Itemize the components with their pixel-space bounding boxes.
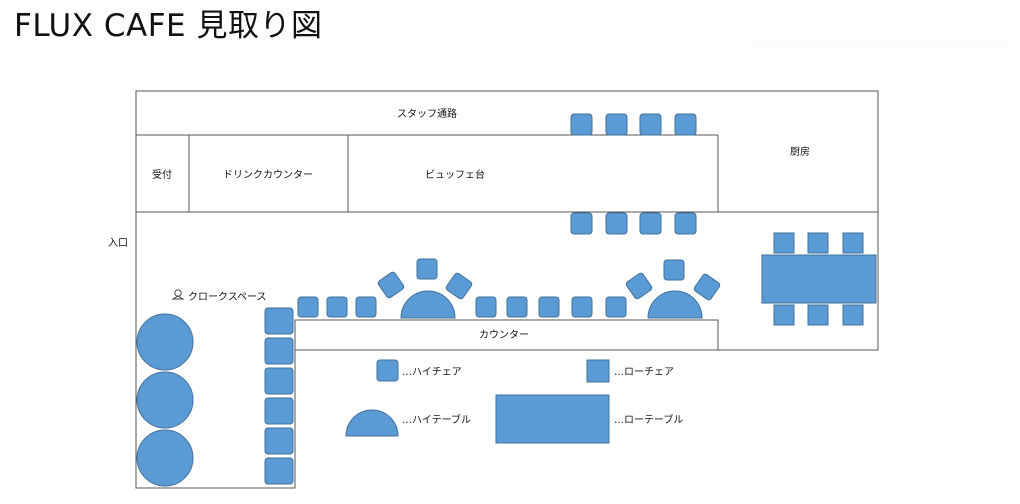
- low-chair: [842, 232, 864, 254]
- kitchen-label: 厨房: [790, 145, 810, 158]
- low-chair: [807, 232, 829, 254]
- top-chairs: [570, 113, 697, 235]
- high-chair: [264, 337, 294, 365]
- high-table-group: [625, 259, 721, 319]
- legend-high-chair-label: …ハイチェア: [402, 366, 462, 378]
- high-chair: [693, 273, 721, 301]
- high-chair: [605, 212, 628, 235]
- high-chair: [264, 367, 294, 395]
- decorative-band: [752, 40, 1008, 48]
- legend: …ハイチェア …ローチェア …ハイテーブル …ローテーブル: [345, 359, 683, 444]
- drink-counter-label: ドリンクカウンター: [223, 169, 313, 181]
- round-table: [136, 429, 194, 487]
- low-table-group: [761, 232, 877, 326]
- legend-low-table-icon: [495, 394, 610, 444]
- high-chair: [571, 296, 593, 318]
- high-chair: [625, 272, 653, 300]
- left-chairs: [264, 307, 294, 485]
- buffet-label: ビュッフェ台: [425, 168, 485, 181]
- counter-block: [294, 319, 719, 351]
- high-chair: [506, 296, 528, 318]
- entrance-label: 入口: [108, 238, 128, 249]
- legend-low-table-label: …ローテーブル: [614, 413, 683, 426]
- low-chair: [807, 304, 829, 326]
- high-chair: [297, 296, 319, 318]
- hanger-icon: [171, 289, 185, 300]
- high-chair: [377, 271, 405, 299]
- high-table-group: [377, 258, 473, 319]
- high-chair: [264, 307, 294, 335]
- high-chair: [674, 212, 697, 235]
- high-chair: [416, 258, 438, 280]
- round-tables: [136, 313, 194, 487]
- round-table: [136, 313, 194, 371]
- high-table: [647, 290, 703, 319]
- high-chair: [663, 259, 685, 281]
- low-chair: [842, 304, 864, 326]
- staff-passage-label: スタッフ通路: [397, 107, 457, 120]
- low-chair: [773, 232, 795, 254]
- reception-label: 受付: [152, 168, 172, 181]
- high-chair: [264, 427, 294, 455]
- high-chair: [538, 296, 560, 318]
- high-chair: [326, 296, 348, 318]
- legend-low-chair-icon: [586, 359, 610, 383]
- high-table: [400, 290, 456, 319]
- counter-chairs: [297, 296, 627, 318]
- low-chair: [773, 304, 795, 326]
- cloak-space-label: クロークスペース: [188, 291, 267, 303]
- high-chair: [264, 397, 294, 425]
- legend-high-chair-icon: [376, 359, 399, 382]
- high-chair: [605, 296, 627, 318]
- counter-label: カウンター: [479, 329, 529, 341]
- page-title: FLUX CAFE 見取り図: [14, 8, 323, 44]
- round-table: [136, 371, 194, 429]
- legend-low-chair-label: …ローチェア: [614, 366, 674, 378]
- high-chair: [355, 296, 377, 318]
- legend-high-table-icon: [345, 409, 399, 437]
- high-chair: [570, 113, 593, 136]
- high-chair: [445, 272, 473, 300]
- high-chair: [264, 457, 294, 485]
- high-chair: [605, 113, 628, 136]
- high-chair: [639, 113, 662, 136]
- low-table: [761, 254, 877, 304]
- high-chair: [674, 113, 697, 136]
- high-chair: [639, 212, 662, 235]
- high-chair: [570, 212, 593, 235]
- legend-high-table-label: …ハイテーブル: [402, 413, 471, 426]
- high-chair: [475, 296, 497, 318]
